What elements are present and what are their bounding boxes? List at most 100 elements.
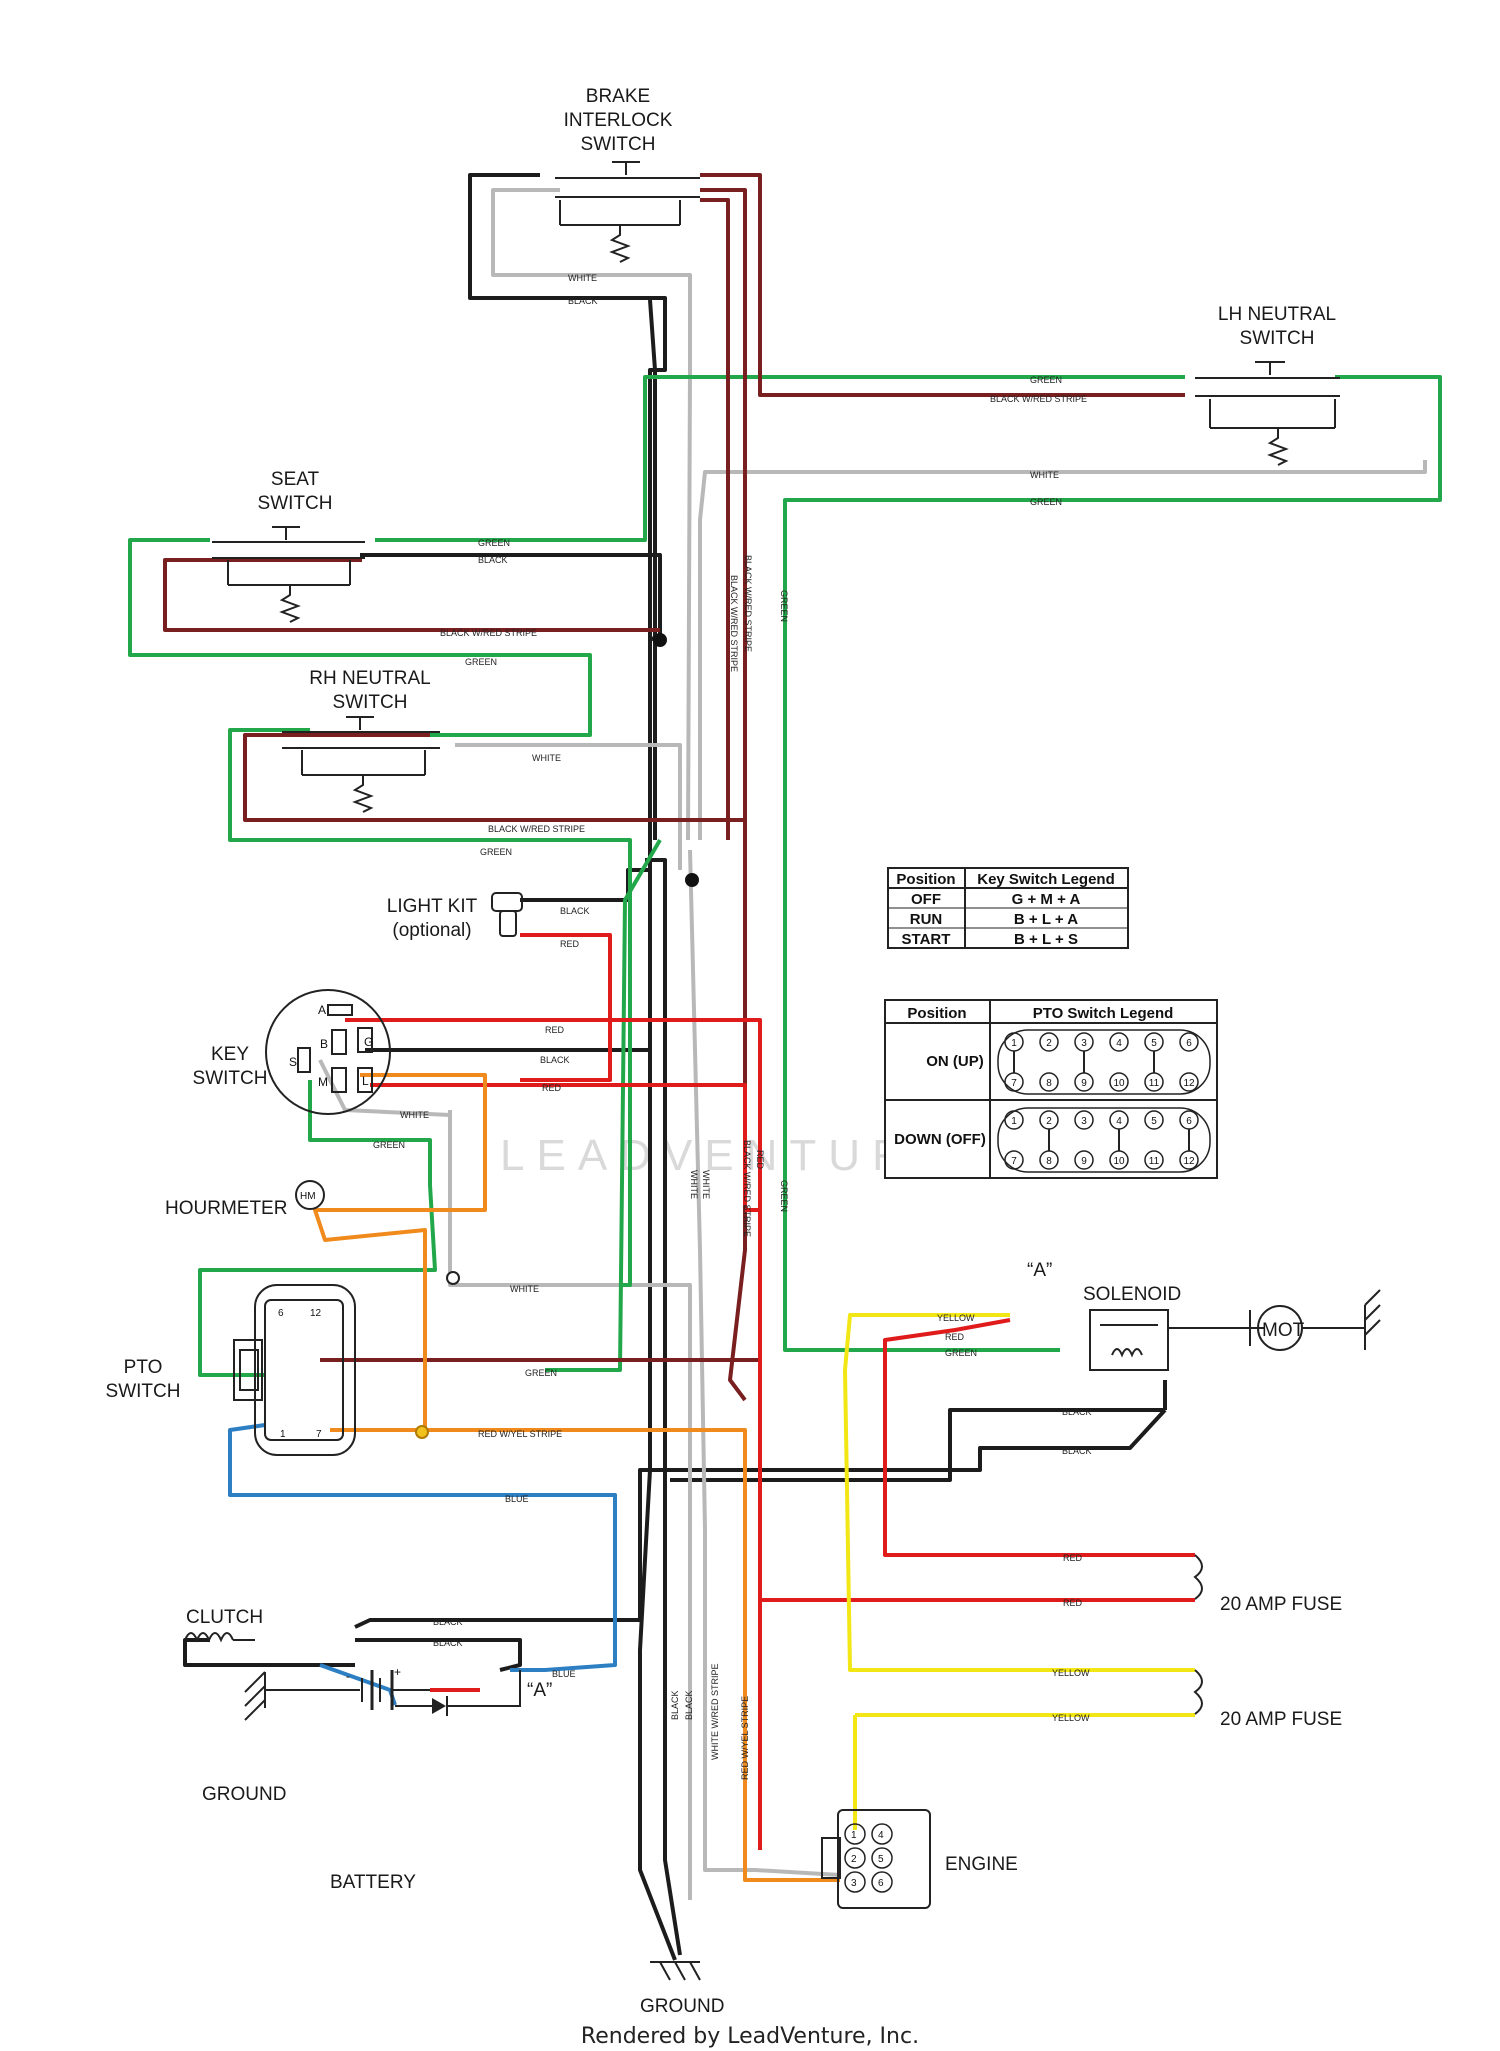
engine-connector: 1 2 3 4 5 6 bbox=[821, 1809, 931, 1909]
pto-legend-pin-label: 7 bbox=[1011, 1078, 1017, 1089]
wire-label-vertical: GREEN bbox=[779, 1180, 789, 1212]
wire-label: RED W/YEL STRIPE bbox=[478, 1429, 562, 1439]
rh-neutral-label-2: SWITCH bbox=[333, 692, 408, 713]
pto-legend-pin-circle bbox=[1004, 1150, 1024, 1170]
pto-legend-pin-label: 4 bbox=[1116, 1038, 1122, 1049]
wire-label: RED bbox=[1063, 1598, 1083, 1608]
key-terminal-a: A bbox=[318, 1003, 326, 1017]
fuse-1-label: 20 AMP FUSE bbox=[1220, 1594, 1342, 1615]
ground-bottom-label: GROUND bbox=[640, 1996, 724, 2017]
wire-label: GREEN bbox=[478, 538, 510, 548]
wire-label: RED bbox=[545, 1025, 565, 1035]
pto-legend-pin-circle bbox=[1039, 1072, 1059, 1092]
pto-legend-pin-circle bbox=[1144, 1150, 1164, 1170]
pto-legend-pin-label: 11 bbox=[1149, 1078, 1160, 1089]
wire-maroon bbox=[163, 173, 1185, 1402]
wire-label-vertical: WHITE bbox=[689, 1170, 699, 1199]
legend-cell: OFF bbox=[911, 891, 941, 908]
key-switch-label-2: SWITCH bbox=[193, 1068, 268, 1089]
wire-label: RED bbox=[1063, 1553, 1083, 1563]
rh-neutral-switch-symbol bbox=[282, 716, 440, 813]
pto-legend-pin-label: 8 bbox=[1046, 1156, 1052, 1167]
wire-label: GREEN bbox=[465, 657, 497, 667]
pto-legend-header: Position bbox=[907, 1005, 966, 1022]
hourmeter-symbol: HM bbox=[295, 1180, 325, 1210]
wire-green bbox=[128, 375, 1442, 1377]
footer-credit: Rendered by LeadVenture, Inc. bbox=[581, 2024, 919, 2049]
battery-minus-label: - bbox=[346, 1669, 350, 1683]
engine-pin: 5 bbox=[878, 1854, 884, 1865]
light-kit-label-2: (optional) bbox=[392, 920, 471, 941]
lh-neutral-label-2: SWITCH bbox=[1240, 328, 1315, 349]
ground-left-label: GROUND bbox=[202, 1784, 286, 1805]
lh-neutral-label-1: LH NEUTRAL bbox=[1218, 304, 1336, 325]
wire-label: BLACK bbox=[560, 906, 590, 916]
brake-switch-label-1: BRAKE bbox=[586, 86, 650, 107]
pto-legend-pin-circle bbox=[1179, 1032, 1199, 1052]
pto-legend-pin-circle bbox=[1074, 1150, 1094, 1170]
fuse-2-label: 20 AMP FUSE bbox=[1220, 1709, 1342, 1730]
wire-label-vertical: BLACK bbox=[670, 1690, 680, 1720]
wire-black bbox=[183, 173, 1167, 1961]
junction-dot bbox=[446, 1271, 460, 1285]
wire-label: WHITE bbox=[568, 273, 597, 283]
key-terminal-s: S bbox=[289, 1055, 297, 1069]
wire-label: GREEN bbox=[525, 1368, 557, 1378]
diode-symbol bbox=[395, 1670, 521, 1716]
wire-label: RED bbox=[945, 1332, 965, 1342]
engine-label: ENGINE bbox=[945, 1854, 1018, 1875]
solenoid-symbol bbox=[1089, 1309, 1169, 1371]
wire-label: BLACK bbox=[1062, 1446, 1092, 1456]
pto-switch-body: 6 12 1 7 bbox=[233, 1284, 356, 1456]
pto-pin-bottom-right: 7 bbox=[316, 1429, 322, 1440]
pto-legend-pin-circle bbox=[1004, 1110, 1024, 1130]
wire-red bbox=[345, 933, 1195, 1850]
ground-symbol-bottom bbox=[650, 1961, 701, 1981]
key-terminal-b: B bbox=[320, 1037, 328, 1051]
wire-label: BLACK W/RED STRIPE bbox=[488, 824, 585, 834]
pto-legend-pin-circle bbox=[1179, 1072, 1199, 1092]
pto-legend-pin-circle bbox=[1144, 1110, 1164, 1130]
battery-symbol: - + bbox=[265, 1665, 430, 1710]
legend-header: Position bbox=[896, 871, 955, 888]
wire-white bbox=[318, 188, 1427, 1900]
junction-dot bbox=[653, 633, 667, 647]
ref-a-battery-label: “A” bbox=[527, 1680, 552, 1701]
battery-label: BATTERY bbox=[330, 1872, 416, 1893]
legend-cell: START bbox=[902, 931, 951, 948]
pto-legend-pin-label: 4 bbox=[1116, 1116, 1122, 1127]
pto-switch-label-1: PTO bbox=[124, 1357, 163, 1378]
wire-label: GREEN bbox=[945, 1348, 977, 1358]
key-switch-legend: Position Key Switch Legend OFF G + M + A… bbox=[887, 867, 1129, 949]
wire-label: BLACK W/RED STRIPE bbox=[440, 628, 537, 638]
wire-label-vertical: GREEN bbox=[779, 590, 789, 622]
wire-label: WHITE bbox=[1030, 470, 1059, 480]
wire-yellow bbox=[843, 1313, 1195, 1830]
wire-label: BLACK W/RED STRIPE bbox=[990, 394, 1087, 404]
engine-pin: 1 bbox=[851, 1830, 857, 1841]
wire-label-vertical: WHITE bbox=[701, 1170, 711, 1199]
pto-legend-pin-label: 2 bbox=[1046, 1116, 1052, 1127]
pto-legend-pin-label: 10 bbox=[1113, 1156, 1125, 1167]
wire-label: WHITE bbox=[510, 1284, 539, 1294]
pto-pin-bottom-left: 1 bbox=[280, 1429, 286, 1440]
hourmeter-symbol-label: HM bbox=[300, 1191, 316, 1202]
fuse-symbol bbox=[1193, 1554, 1203, 1715]
pto-legend-pin-label: 9 bbox=[1081, 1156, 1087, 1167]
wire-label: YELLOW bbox=[1052, 1713, 1090, 1723]
junction-dot bbox=[685, 873, 699, 887]
key-switch-label-1: KEY bbox=[211, 1044, 249, 1065]
junction-dot bbox=[415, 1425, 429, 1439]
pto-legend-pin-label: 6 bbox=[1186, 1116, 1192, 1127]
wire-label: BLUE bbox=[552, 1669, 576, 1679]
wire-label: GREEN bbox=[373, 1140, 405, 1150]
pto-pin-top-right: 12 bbox=[310, 1308, 322, 1319]
wire-labels: WHITE BLACK GREEN BLACK W/RED STRIPE WHI… bbox=[373, 273, 1092, 1780]
hourmeter-label: HOURMETER bbox=[165, 1198, 287, 1219]
engine-pin: 3 bbox=[851, 1878, 857, 1889]
pto-legend-position: ON (UP) bbox=[926, 1053, 984, 1070]
wire-label: WHITE bbox=[532, 753, 561, 763]
wire-label: RED bbox=[560, 939, 580, 949]
wire-label: BLACK bbox=[478, 555, 508, 565]
